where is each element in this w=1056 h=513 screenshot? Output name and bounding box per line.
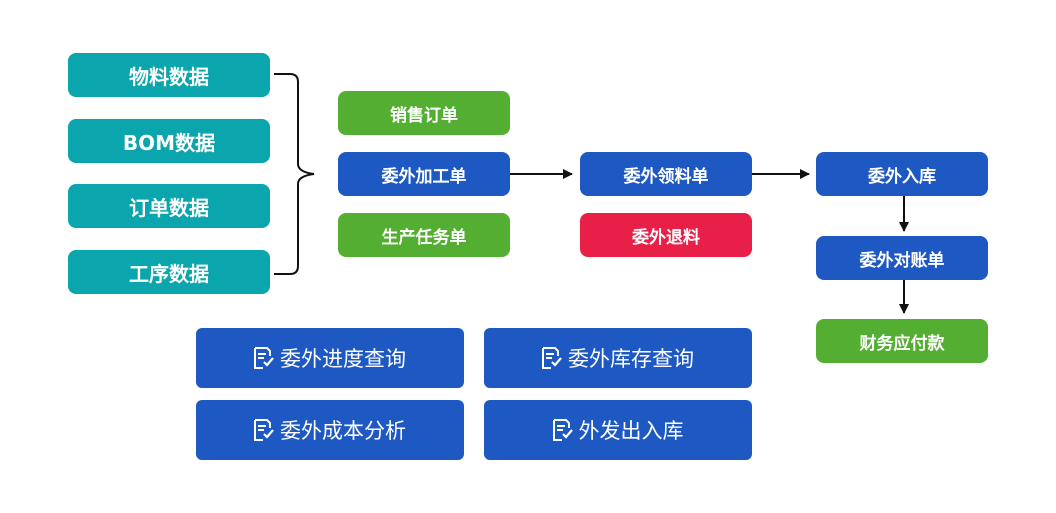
- report-cost-analysis-button[interactable]: 委外成本分析: [196, 400, 464, 460]
- data-source-material: 物料数据: [68, 53, 270, 97]
- document-check-icon: [552, 419, 573, 441]
- document-check-icon: [542, 347, 562, 369]
- data-source-process: 工序数据: [68, 250, 270, 294]
- data-source-label: BOM数据: [122, 130, 216, 155]
- node-outsource-reconciliation: 委外对账单: [816, 236, 988, 280]
- data-source-label: 工序数据: [129, 261, 209, 286]
- node-finance-payable: 财务应付款: [816, 319, 988, 363]
- document-check-icon: [254, 347, 274, 369]
- node-outsource-warehousing: 委外入库: [816, 152, 988, 196]
- node-production-task-order: 生产任务单: [338, 213, 510, 257]
- node-outsource-return: 委外退料: [580, 213, 752, 257]
- node-outsource-processing-order: 委外加工单: [338, 152, 510, 196]
- document-check-icon: [254, 419, 274, 441]
- data-source-bom: BOM数据: [68, 119, 270, 163]
- data-source-order: 订单数据: [68, 184, 270, 228]
- node-outsource-requisition: 委外领料单: [580, 152, 752, 196]
- data-source-label: 订单数据: [129, 195, 209, 220]
- data-sources-bracket: [274, 73, 315, 275]
- report-outbound-inbound-button[interactable]: 外发出入库: [484, 400, 752, 460]
- report-label: 外发出入库: [578, 419, 684, 443]
- report-inventory-query-button[interactable]: 委外库存查询: [484, 328, 752, 388]
- node-sales-order: 销售订单: [338, 91, 510, 135]
- report-label: 委外进度查询: [280, 347, 406, 371]
- report-label: 委外成本分析: [280, 419, 406, 443]
- report-progress-query-button[interactable]: 委外进度查询: [196, 328, 464, 388]
- data-source-label: 物料数据: [129, 64, 209, 89]
- report-label: 委外库存查询: [568, 347, 694, 371]
